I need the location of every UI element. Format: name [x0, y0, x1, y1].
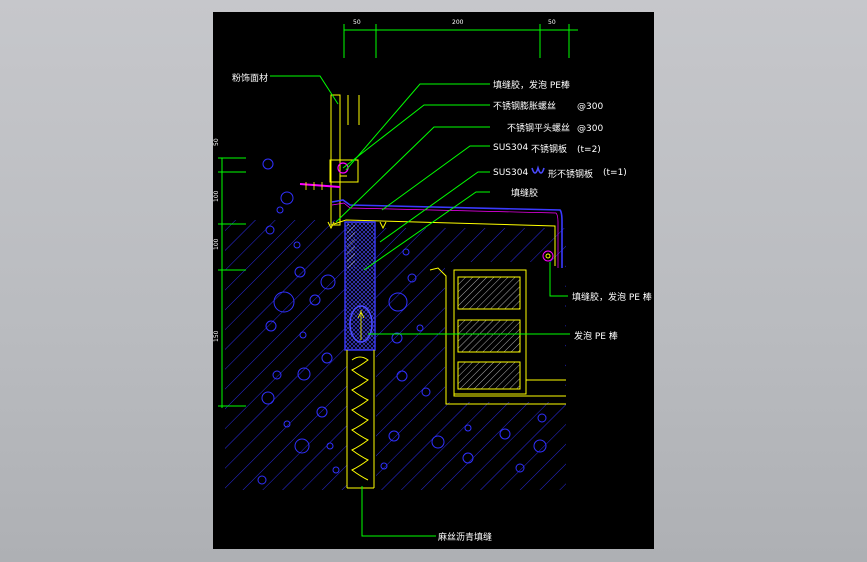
asphalt-jute-filler	[346, 350, 375, 489]
top-dimension	[343, 24, 578, 58]
joint-filler	[344, 221, 376, 351]
label-u-plate-thickness: (t=1)	[603, 168, 627, 178]
label-steel-plate: 不锈钢板	[531, 143, 567, 155]
right-concrete-slab	[376, 228, 566, 490]
flat-head-screw	[327, 221, 554, 262]
label-sealant-pe-top: 填缝胶，发泡 PE棒	[493, 79, 570, 91]
label-pe-rod: 发泡 PE 棒	[574, 330, 618, 342]
label-sealant: 填缝胶	[511, 187, 538, 199]
label-flat-screw: 不锈钢平头螺丝	[507, 122, 570, 134]
label-flat-screw-spacing: @300	[577, 124, 603, 134]
top-dim-3: 50	[548, 19, 556, 26]
expansion-bolt	[299, 159, 359, 190]
top-dim-2: 200	[452, 19, 464, 26]
steel-frame	[429, 267, 566, 405]
label-expansion-bolt-spacing: @300	[577, 102, 603, 112]
label-u-plate: 形不锈钢板	[548, 168, 593, 180]
u-shape-icon	[531, 165, 545, 174]
side-dim-1: 50	[213, 138, 220, 146]
side-dim-2: 100	[213, 190, 220, 202]
side-dimension	[218, 157, 246, 408]
label-finish: 粉饰面材	[232, 72, 268, 84]
side-dim-3: 100	[213, 238, 220, 250]
label-asphalt-jute: 麻丝沥青填缝	[438, 531, 492, 543]
left-concrete-slab	[225, 158, 347, 490]
label-expansion-bolt: 不锈钢膨胀螺丝	[493, 100, 556, 112]
label-u-plate-grade: SUS304	[493, 168, 528, 178]
cap-plate	[331, 199, 563, 268]
label-sealant-pe-right: 填缝胶，发泡 PE 棒	[572, 291, 652, 303]
side-dim-4: 150	[213, 330, 220, 342]
annotations: 粉饰面材 填缝胶，发泡 PE棒 不锈钢膨胀螺丝 @300 不锈钢平头螺丝 @30…	[232, 72, 652, 543]
label-steel-plate-thickness: (t=2)	[577, 145, 601, 155]
frame-boxes	[457, 276, 521, 390]
leader-lines	[270, 75, 570, 537]
top-dim-1: 50	[353, 19, 361, 26]
label-plate-grade: SUS304	[493, 143, 528, 153]
